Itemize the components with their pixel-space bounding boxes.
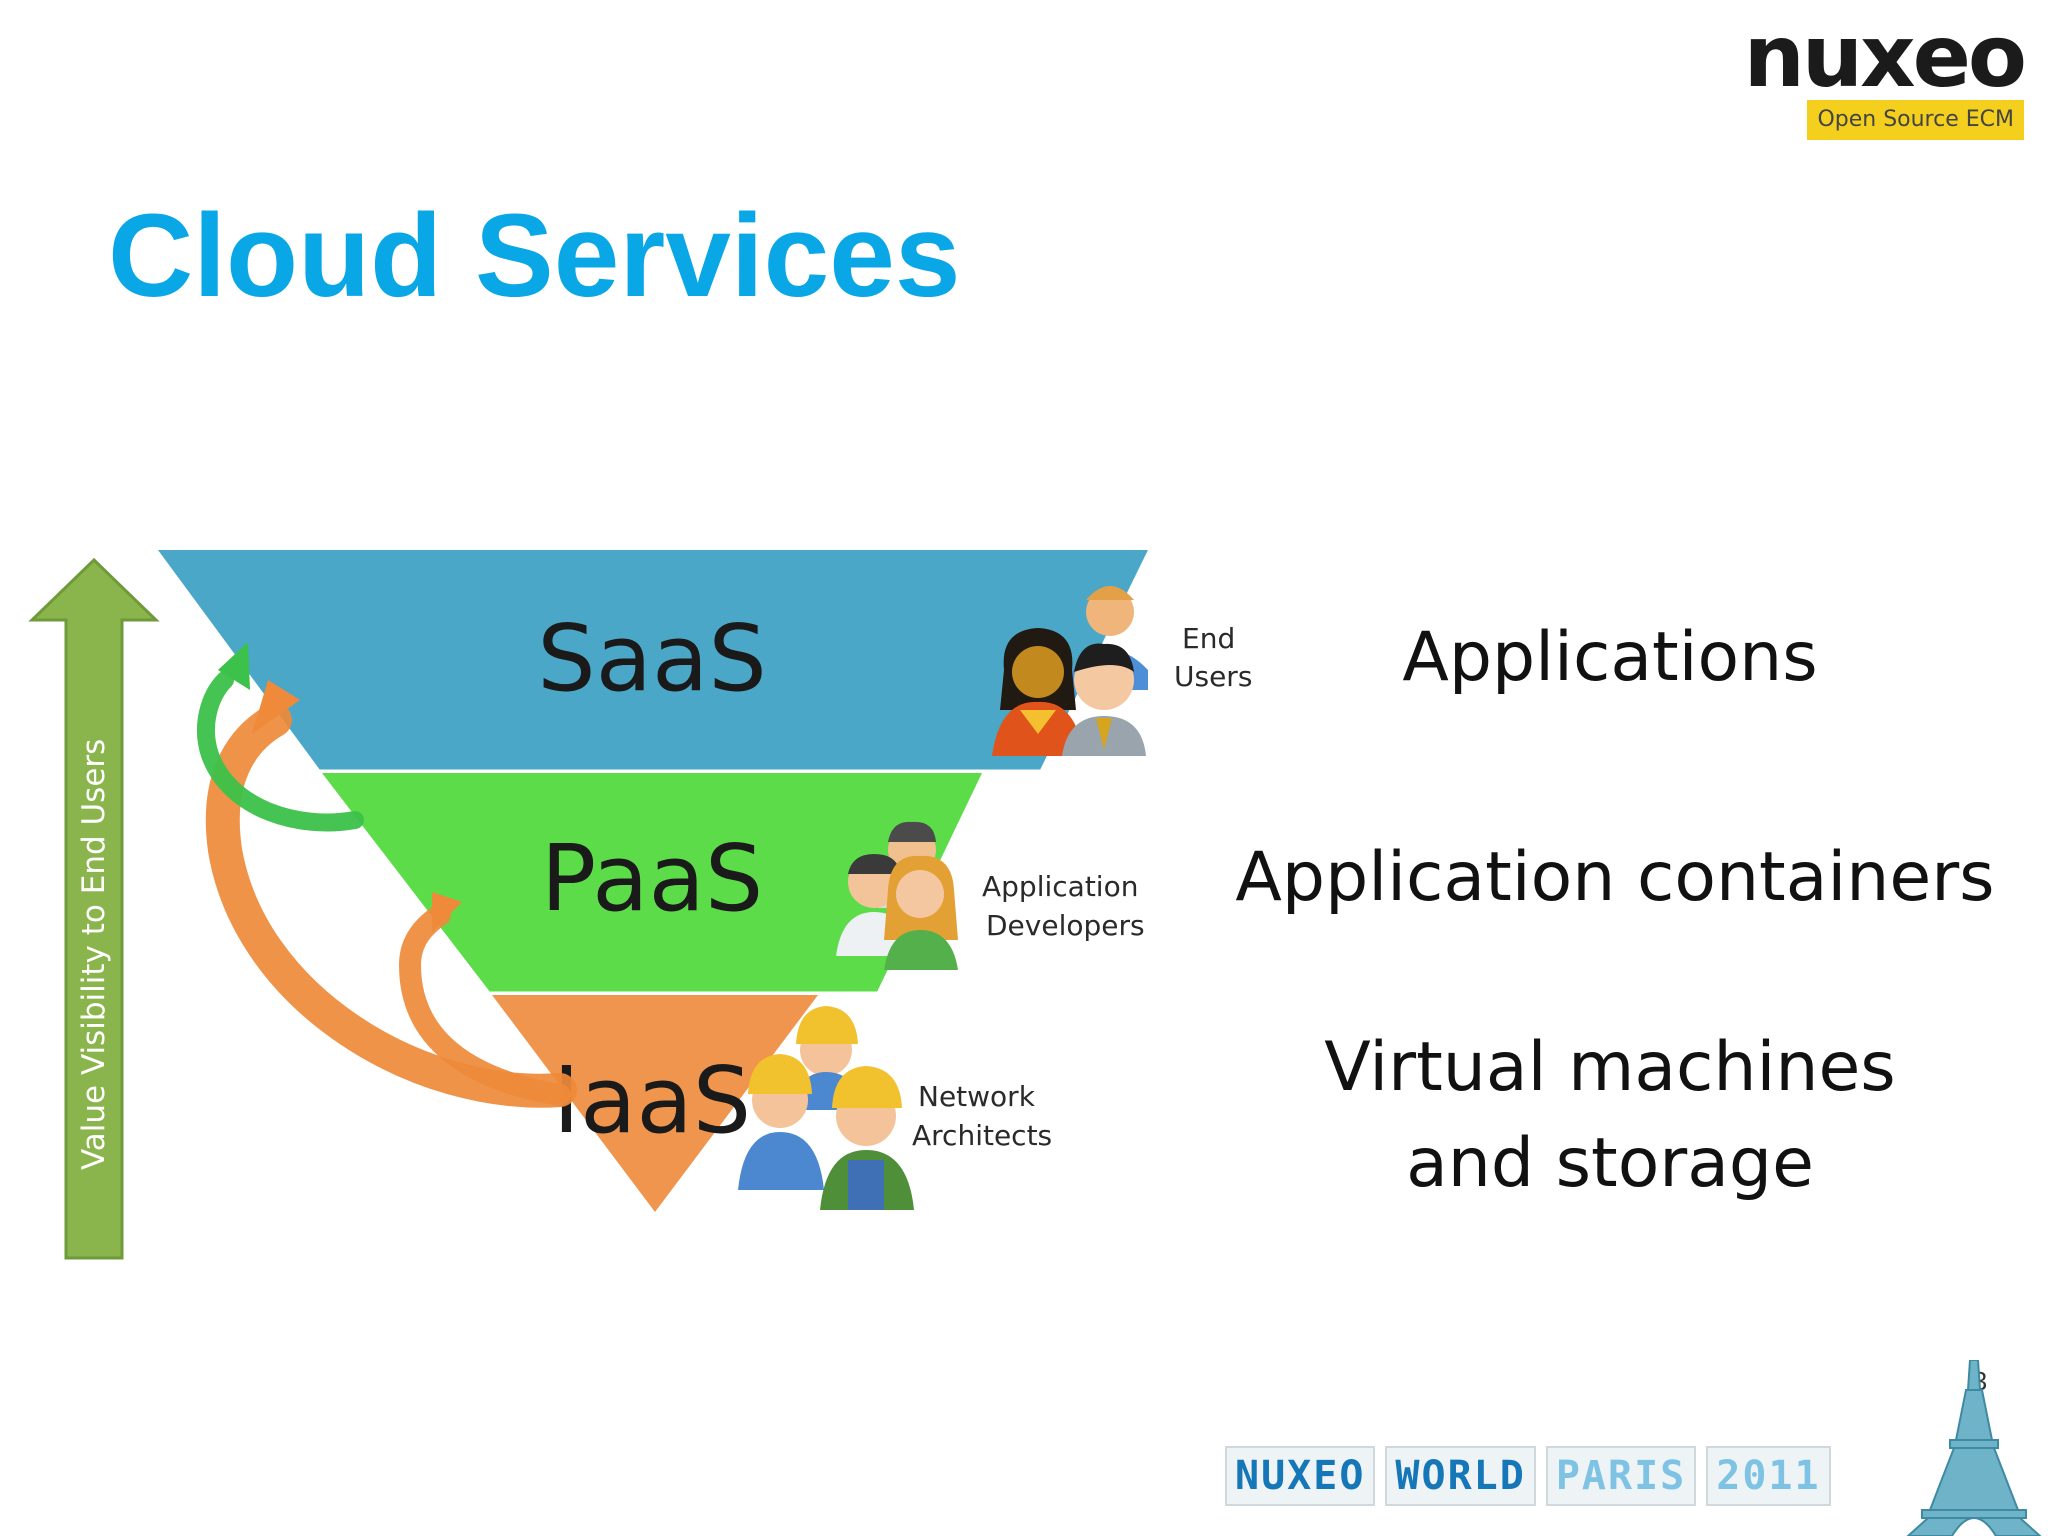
cloud-services-diagram: Value Visibility to End Users SaaS PaaS … — [28, 550, 1252, 1260]
arrowhead-icon — [218, 642, 250, 690]
saas-layer — [158, 550, 1148, 770]
value-flow-arrows — [196, 642, 577, 1108]
iaas-to-saas-arrow — [205, 703, 577, 1108]
iaas-label: IaaS — [553, 1047, 751, 1154]
end-users-icon — [992, 586, 1148, 756]
end-users-label: End Users — [1174, 622, 1252, 693]
iaas-layer — [492, 995, 818, 1212]
eiffel-tower-icon — [1906, 1360, 2042, 1536]
nuxeo-logo: nuxeo Open Source ECM — [1716, 7, 2027, 140]
event-banner: NUXEO WORLD PARIS 2011 — [1225, 1446, 1831, 1506]
arrowhead-icon — [252, 680, 300, 734]
logo-tagline: Open Source ECM — [1807, 100, 2024, 140]
paas-description: Application containers — [1235, 838, 1995, 917]
slide-title: Cloud Services — [108, 190, 961, 322]
network-architects-label: Network Architects — [912, 1080, 1052, 1152]
iaas-to-paas-arrow — [398, 904, 571, 1106]
iaas-description: Virtual machines and storage — [1324, 1028, 1896, 1203]
network-architects-icon — [738, 1006, 914, 1210]
paas-label: PaaS — [541, 825, 764, 932]
event-word-world: WORLD — [1385, 1446, 1536, 1506]
event-word-nuxeo: NUXEO — [1225, 1446, 1376, 1506]
paas-to-saas-arrow — [196, 671, 364, 832]
saas-description: Applications — [1402, 618, 1818, 697]
logo-wordmark: nuxeo — [1743, 7, 2027, 107]
application-developers-icon — [836, 821, 958, 970]
axis-label: Value Visibility to End Users — [76, 739, 112, 1170]
value-visibility-arrow: Value Visibility to End Users — [28, 557, 160, 1260]
arrowhead-icon — [432, 892, 462, 932]
application-developers-label: Application Developers — [982, 870, 1147, 942]
event-word-year: 2011 — [1706, 1446, 1831, 1506]
saas-label: SaaS — [537, 605, 767, 712]
service-pyramid: SaaS PaaS IaaS — [158, 550, 1148, 1212]
paas-layer — [322, 773, 982, 992]
event-word-paris: PARIS — [1545, 1446, 1697, 1506]
